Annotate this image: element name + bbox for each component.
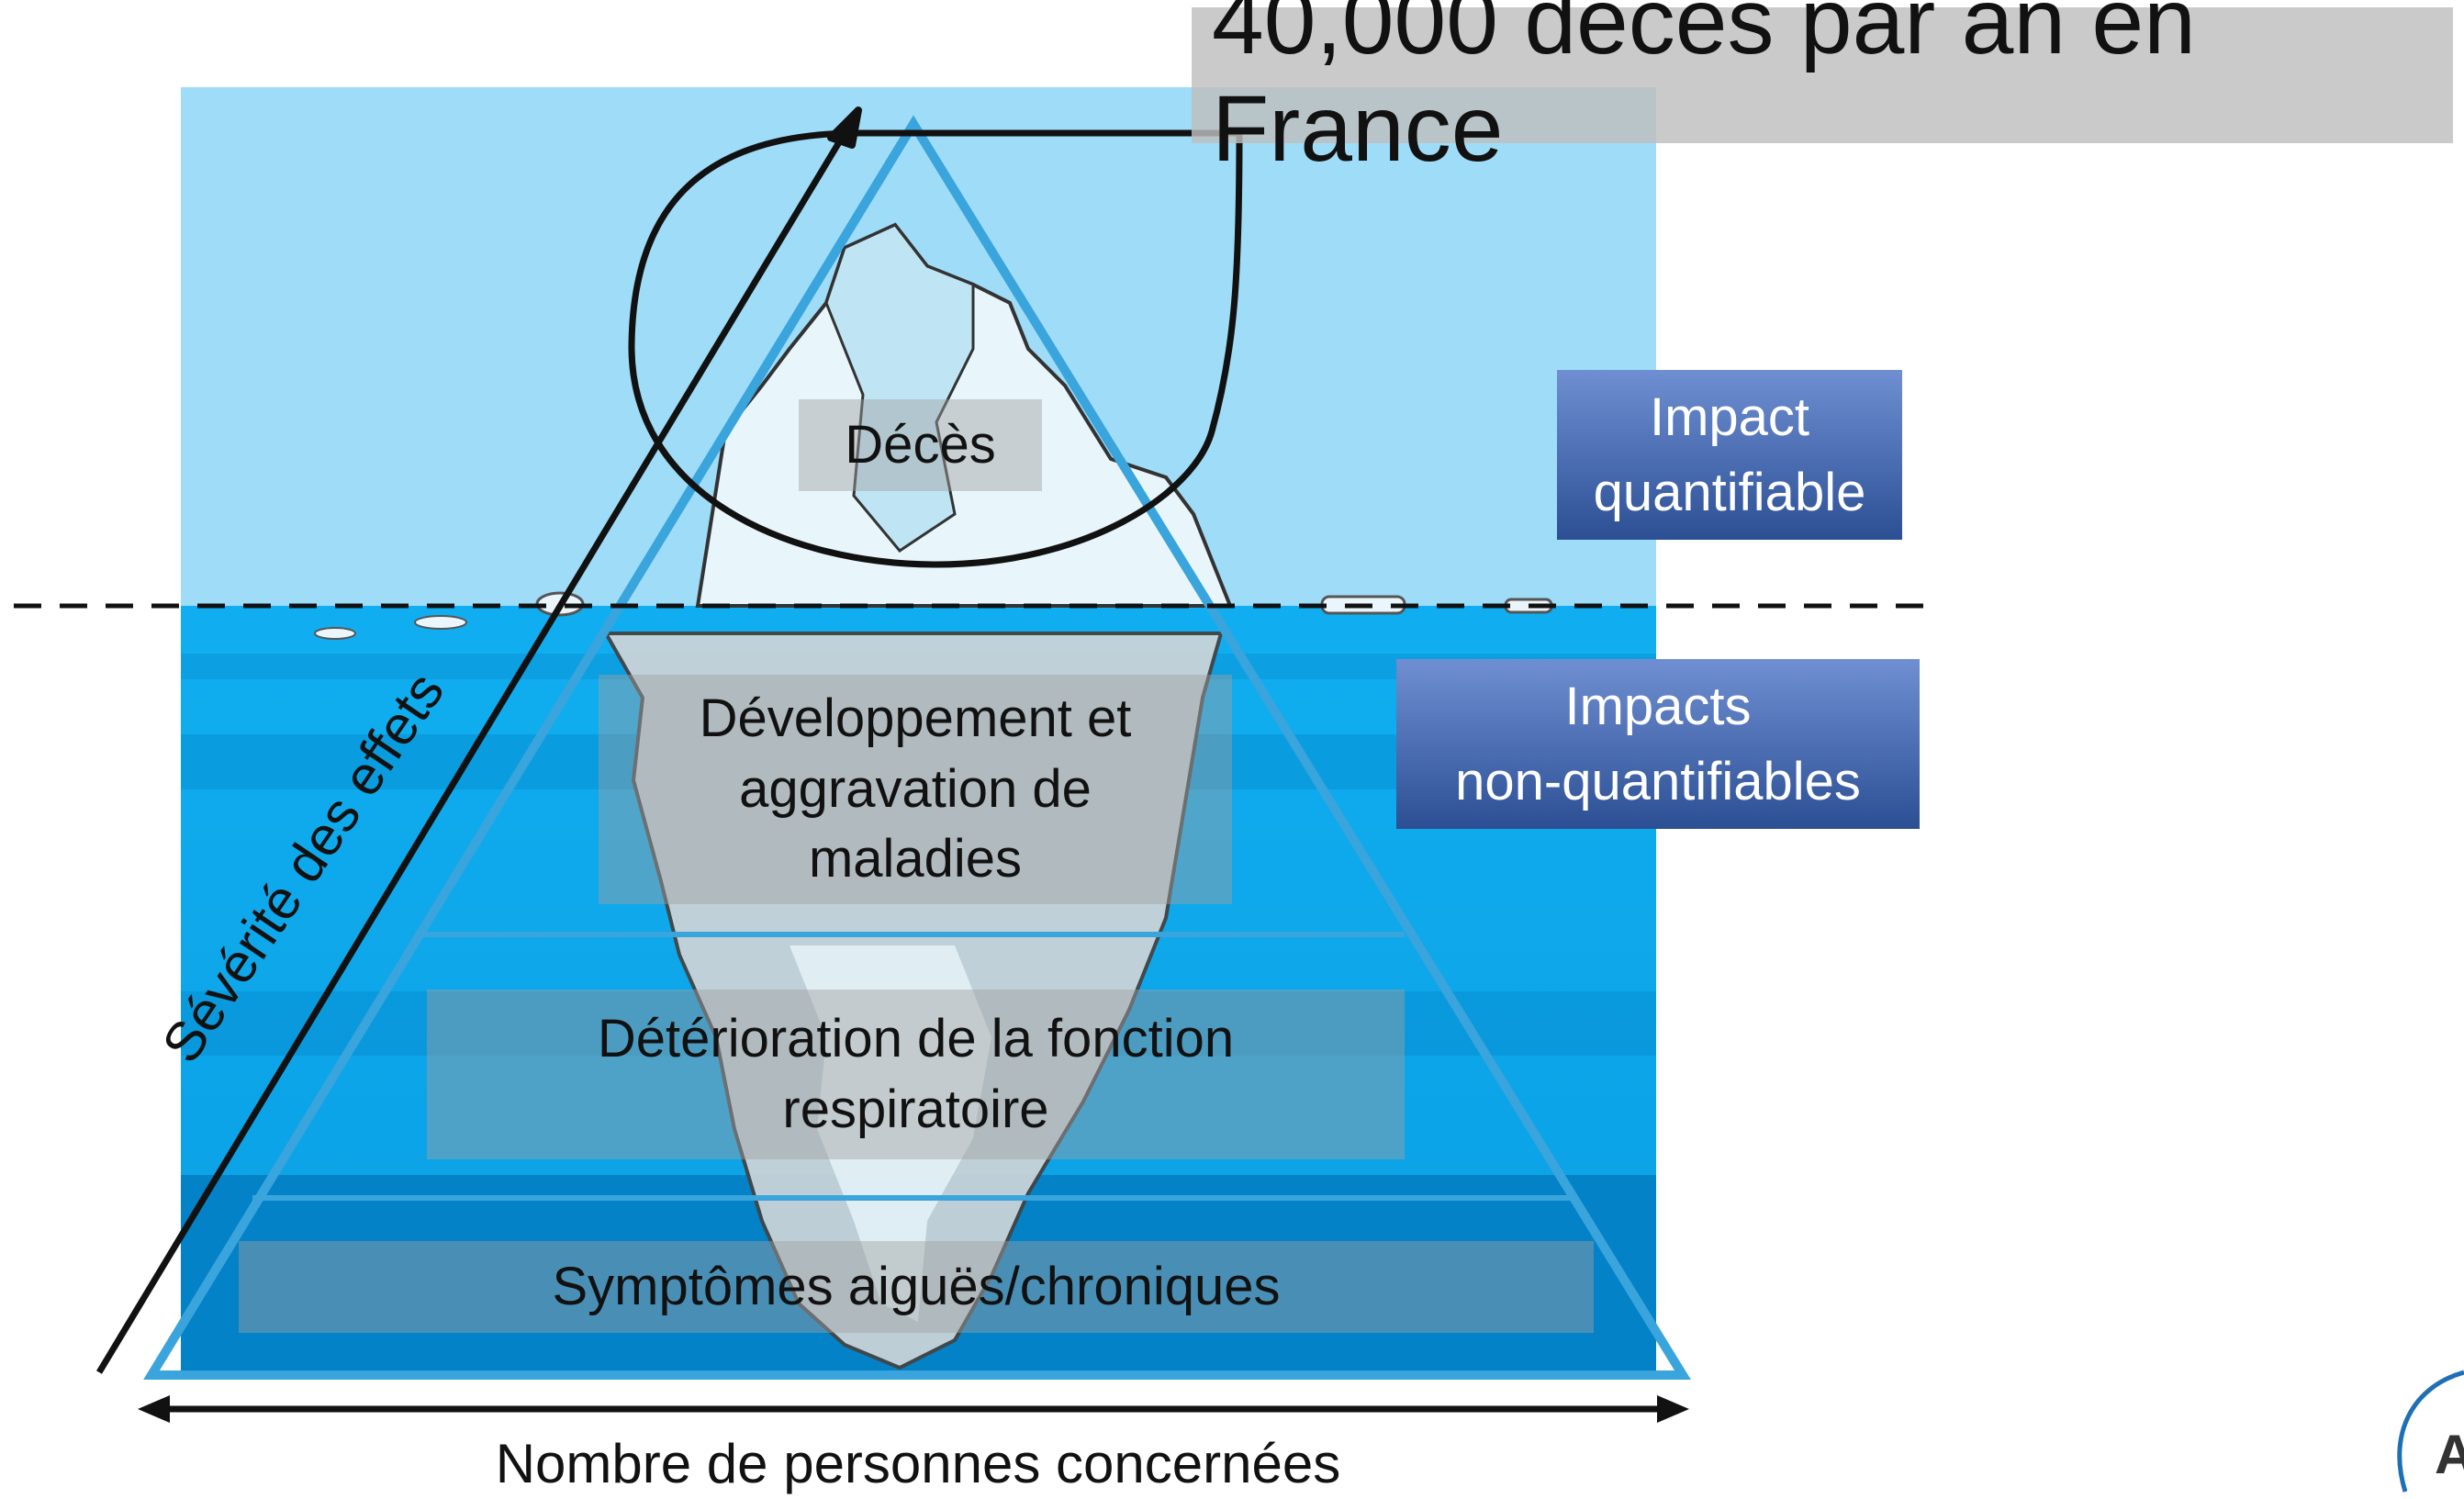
ice-floe	[314, 627, 356, 640]
badge-impact-quantifiable: Impact quantifiable	[1557, 370, 1902, 540]
ice-floe	[414, 615, 467, 630]
x-axis-label: Nombre de personnes concernées	[495, 1433, 1341, 1494]
severity-arrowhead	[827, 106, 862, 149]
level-diseases-label: Développement et aggravation de maladies	[599, 675, 1232, 904]
people-arrow-head-right	[1657, 1395, 1689, 1423]
people-arrow-head-left	[138, 1395, 170, 1423]
iceberg-underwater-highlight	[790, 945, 991, 1322]
level-respiratory-label: Détérioration de la fonction respiratoir…	[427, 990, 1405, 1159]
severity-arrow	[96, 131, 847, 1374]
pyramid-outline	[143, 115, 1691, 1380]
headline-deaths-count: 40,000 décès par an en France	[1192, 0, 2453, 181]
logo-letter: A	[2435, 1424, 2464, 1485]
level-symptoms-label: Symptômes aiguës/chroniques	[239, 1241, 1594, 1333]
deaths-highlight-loop	[628, 129, 1243, 568]
level-deaths-label: Décès	[799, 399, 1042, 491]
logo-fragment	[2397, 1370, 2464, 1493]
badge-impacts-non-quantifiables: Impacts non-quantifiables	[1396, 659, 1920, 829]
iceberg-shading	[824, 223, 975, 553]
